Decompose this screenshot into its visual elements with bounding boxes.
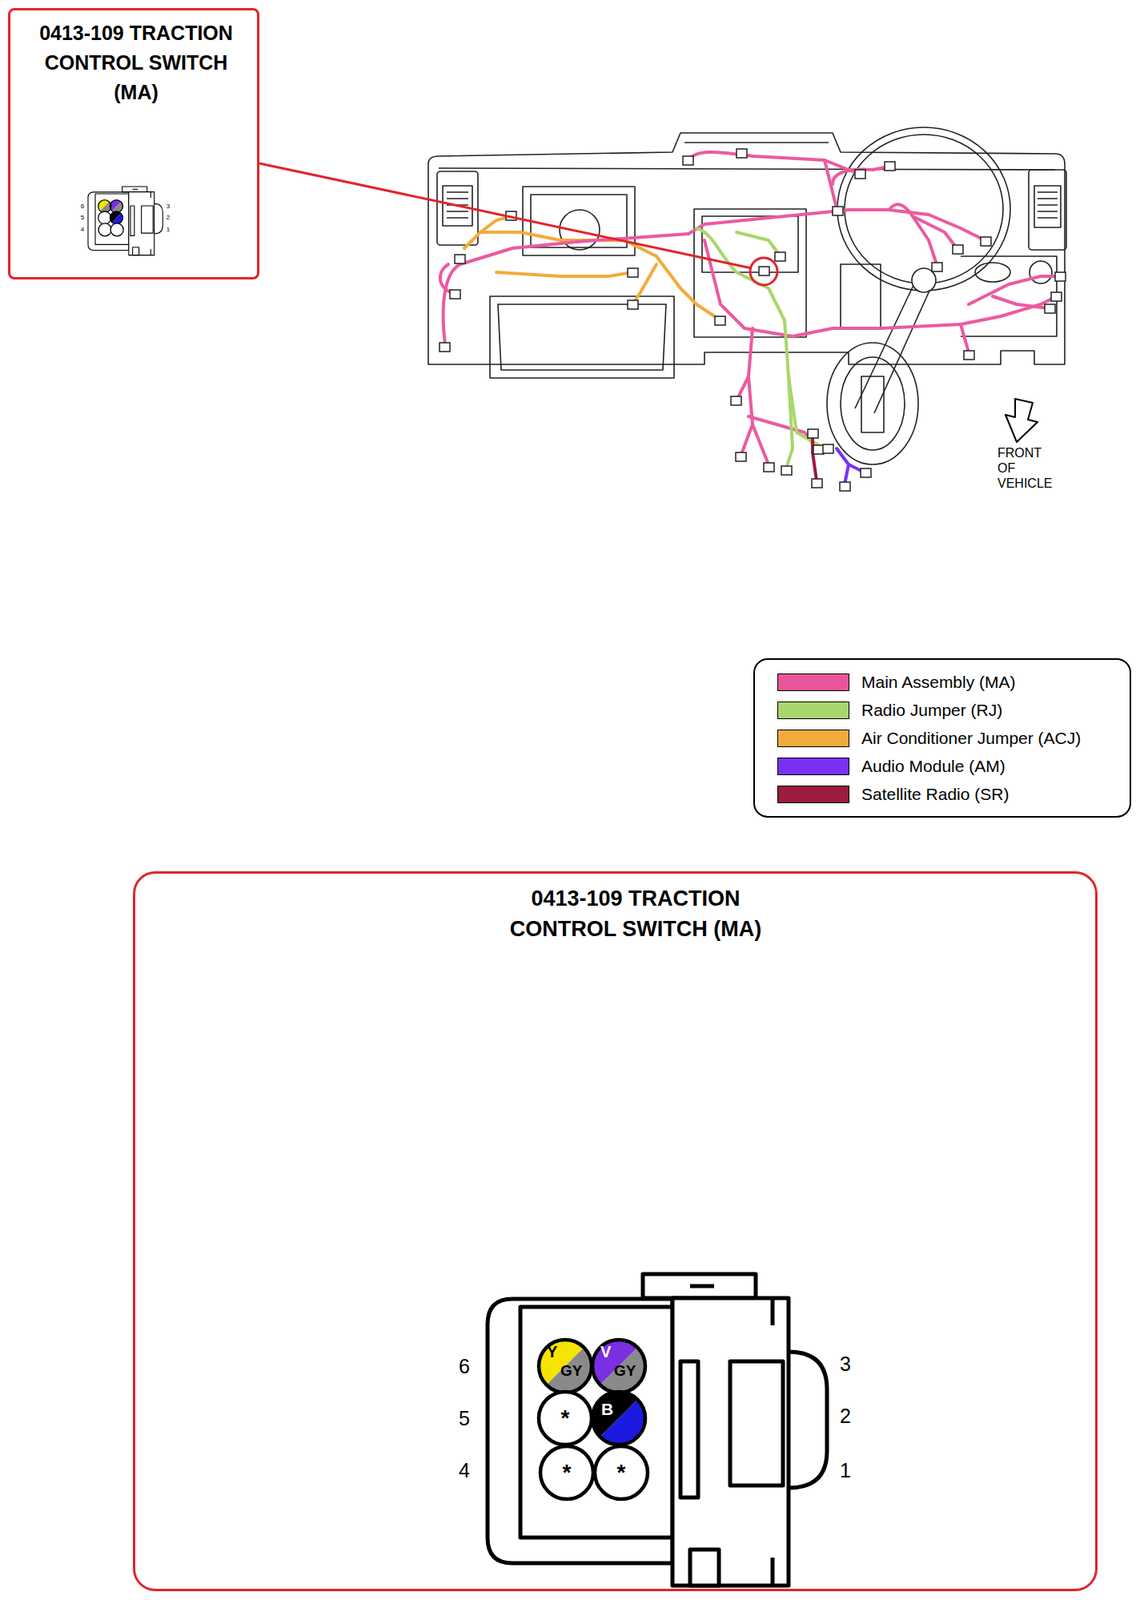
wire-color-code: GY (614, 1362, 636, 1378)
location-circle (750, 257, 778, 285)
legend-row: Audio Module (AM) (754, 751, 1130, 780)
legend-swatch (777, 757, 850, 775)
wire-color-code: * (536, 1388, 595, 1447)
legend-swatch (777, 673, 850, 691)
legend-text: Radio Jumper (RJ) (861, 700, 1003, 720)
pin-fill (590, 1388, 648, 1447)
wire-color-code: GY (560, 1362, 583, 1378)
dashboard-drawing (428, 127, 1067, 465)
pin-number: 2 (839, 1405, 851, 1426)
legend-row: Satellite Radio (SR) (754, 779, 1130, 808)
legend-swatch (777, 729, 850, 747)
pin-number: 4 (458, 1460, 470, 1481)
wire-harness (440, 152, 1061, 485)
pin-cavity: VGY (590, 1336, 648, 1395)
connector-body (487, 1273, 827, 1586)
wire-color-code: * (592, 1443, 651, 1502)
legend-swatch (777, 701, 850, 719)
callout-box: 0413-109 TRACTION CONTROL SWITCH (MA) (8, 8, 260, 280)
box-title: 0413-109 TRACTION CONTROL SWITCH (MA) (32, 18, 241, 108)
pin-cavity: * (537, 1443, 596, 1502)
wire-color-code: Y (546, 1343, 558, 1360)
connector-icon (88, 186, 163, 256)
legend-row: Radio Jumper (RJ) (754, 695, 1130, 724)
pin-cavity: * (536, 1388, 595, 1447)
wire-color-code: B (601, 1400, 614, 1417)
pin-number: 5 (458, 1408, 470, 1429)
pin-number: 4 (80, 226, 85, 233)
pin-number: 6 (80, 203, 85, 210)
pin-number: 2 (166, 214, 170, 221)
pin-number: 6 (458, 1356, 470, 1377)
box-title: 0413-109 TRACTION CONTROL SWITCH (MA) (499, 883, 772, 944)
pin-number: 3 (166, 203, 170, 210)
direction-label: FRONT OF VEHICLE (997, 445, 1052, 491)
pin-number: 3 (839, 1353, 851, 1374)
direction-arrow (1005, 398, 1038, 442)
pin-cavity: YGY (536, 1336, 595, 1395)
harness-connectors (439, 148, 1066, 491)
legend-text: Audio Module (AM) (861, 756, 1006, 776)
legend-row: Main Assembly (MA) (754, 667, 1130, 696)
legend-swatch (777, 785, 850, 803)
legend-text: Satellite Radio (SR) (861, 784, 1009, 804)
pin-cavity: * (592, 1443, 651, 1502)
leader-line (259, 163, 752, 269)
legend-box: Main Assembly (MA) Radio Jumper (RJ) Air C… (753, 658, 1132, 818)
wire-color-code: * (537, 1443, 596, 1502)
legend-text: Main Assembly (MA) (861, 672, 1016, 692)
legend-text: Air Conditioner Jumper (ACJ) (861, 728, 1081, 748)
legend-row: Air Conditioner Jumper (ACJ) (754, 723, 1130, 752)
pin-number: 1 (839, 1460, 851, 1481)
connector-detail-box: 0413-109 TRACTION CONTROL SWITCH (MA)YGY… (132, 871, 1098, 1591)
pin-number: 5 (80, 214, 85, 221)
pin-number: 1 (166, 226, 170, 233)
wire-color-code: V (600, 1343, 611, 1360)
pin-cavity: B (590, 1388, 648, 1447)
